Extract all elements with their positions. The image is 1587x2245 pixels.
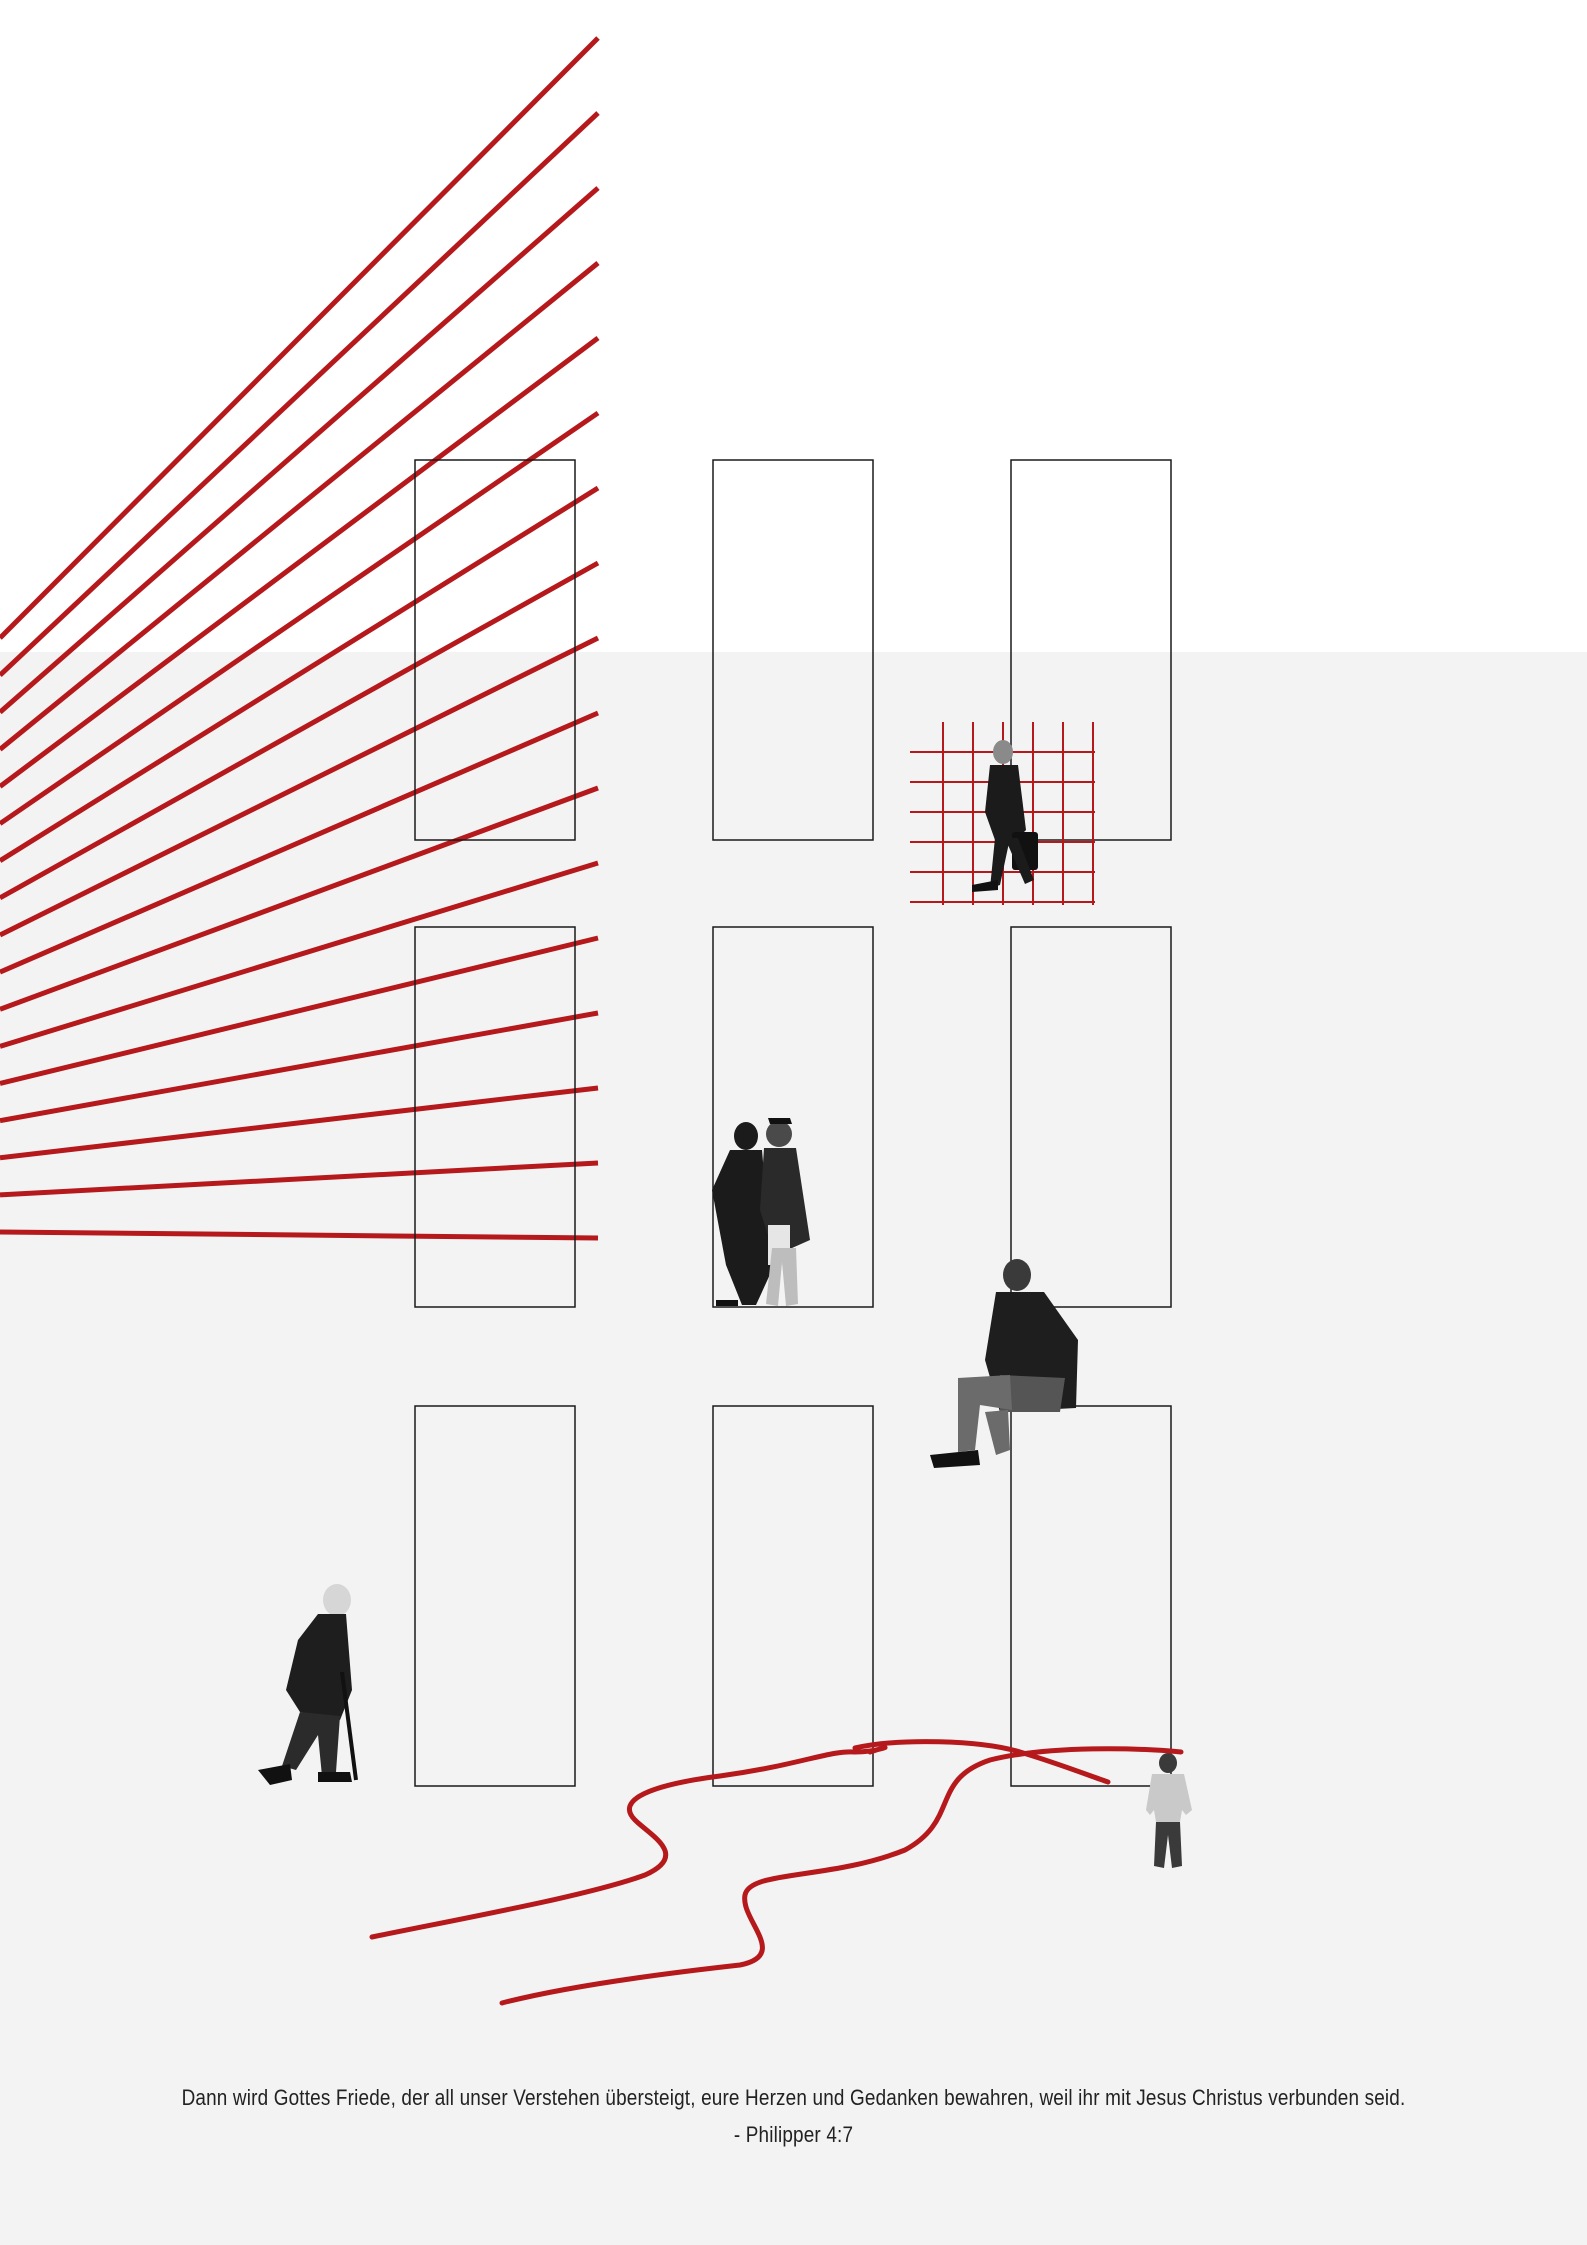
red-ray-line bbox=[0, 1160, 599, 1198]
man-with-briefcase-figure bbox=[972, 740, 1038, 892]
red-ray-line bbox=[0, 336, 600, 789]
lower-background bbox=[0, 652, 1587, 2245]
red-ray-line bbox=[0, 935, 599, 1086]
red-winding-path-cross bbox=[852, 1739, 1111, 1785]
old-man-with-cane-figure bbox=[258, 1584, 358, 1785]
red-ray-line bbox=[0, 560, 600, 901]
couple-talking-figure bbox=[712, 1118, 810, 1306]
standing-man-figure bbox=[1146, 1753, 1192, 1868]
red-ray-line bbox=[0, 111, 600, 677]
quote-source: - Philipper 4:7 bbox=[733, 2122, 854, 2147]
red-ray-line bbox=[0, 261, 600, 752]
window-frame bbox=[1010, 459, 1172, 841]
red-ray-line bbox=[0, 186, 600, 715]
red-winding-path-upper bbox=[499, 1746, 1184, 2006]
window-frame bbox=[1010, 926, 1172, 1308]
window-frame bbox=[712, 459, 874, 841]
red-ray-line bbox=[0, 635, 600, 938]
red-ray-line bbox=[0, 1085, 599, 1161]
window-frame bbox=[414, 1405, 576, 1787]
sitting-man-figure bbox=[930, 1259, 1078, 1468]
window-frame bbox=[1010, 1405, 1172, 1787]
window-frame bbox=[712, 1405, 874, 1787]
window-frame bbox=[414, 459, 576, 841]
red-winding-path-lower bbox=[369, 1745, 888, 1940]
red-ray-line bbox=[0, 485, 600, 863]
window-grid bbox=[414, 459, 1172, 1787]
red-ray-line bbox=[0, 36, 600, 640]
red-ray-line bbox=[0, 410, 600, 826]
window-frame bbox=[414, 926, 576, 1308]
red-ray-line bbox=[0, 860, 599, 1049]
upper-background bbox=[0, 0, 1587, 652]
red-ray-line bbox=[0, 1229, 599, 1241]
quote-text: Dann wird Gottes Friede, der all unser V… bbox=[181, 2085, 1406, 2110]
red-ray-lines bbox=[0, 36, 600, 1241]
red-ray-line bbox=[0, 1010, 599, 1124]
window-frame bbox=[712, 926, 874, 1308]
red-ray-line bbox=[0, 710, 599, 975]
red-ray-line bbox=[0, 785, 599, 1012]
